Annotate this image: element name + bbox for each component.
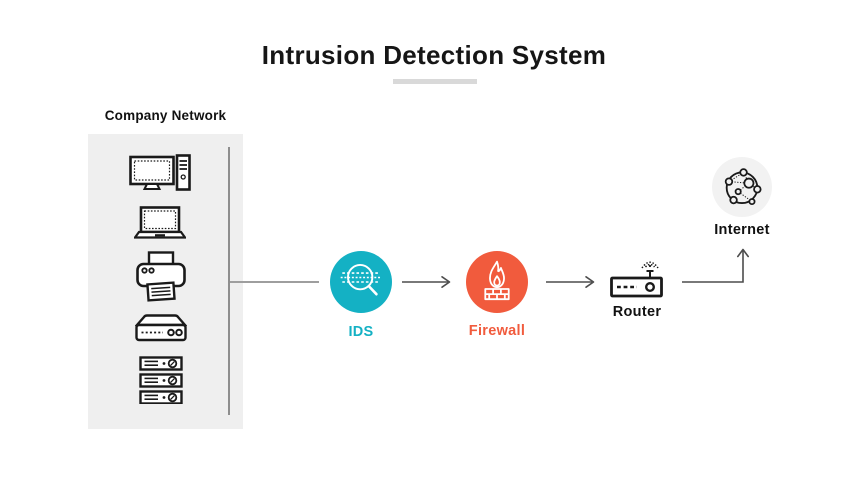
arrow-right-icon xyxy=(402,275,451,288)
connector-line xyxy=(230,281,319,283)
firewall-node xyxy=(466,251,528,313)
router-label: Router xyxy=(612,304,662,320)
elbow-arrow-up-icon xyxy=(682,248,749,283)
arrow-right-icon xyxy=(546,275,595,288)
network-bus-line xyxy=(228,147,230,415)
network-globe-icon xyxy=(724,168,762,206)
ids-node xyxy=(330,251,392,313)
printer-icon xyxy=(136,251,186,302)
desktop-computer-icon xyxy=(129,154,191,191)
title-underline xyxy=(393,79,477,84)
magnifier-scan-icon xyxy=(340,263,382,296)
ids-label: IDS xyxy=(348,324,374,340)
router-icon xyxy=(610,261,663,298)
internet-node xyxy=(712,157,772,217)
laptop-icon xyxy=(134,206,186,239)
company-network-label: Company Network xyxy=(104,108,227,123)
internet-label: Internet xyxy=(714,222,770,238)
network-switch-icon xyxy=(135,314,187,342)
server-rack-icon xyxy=(139,356,183,404)
page-title: Intrusion Detection System xyxy=(261,40,607,70)
firewall-label: Firewall xyxy=(468,323,526,339)
flame-brick-wall-icon xyxy=(484,260,510,301)
